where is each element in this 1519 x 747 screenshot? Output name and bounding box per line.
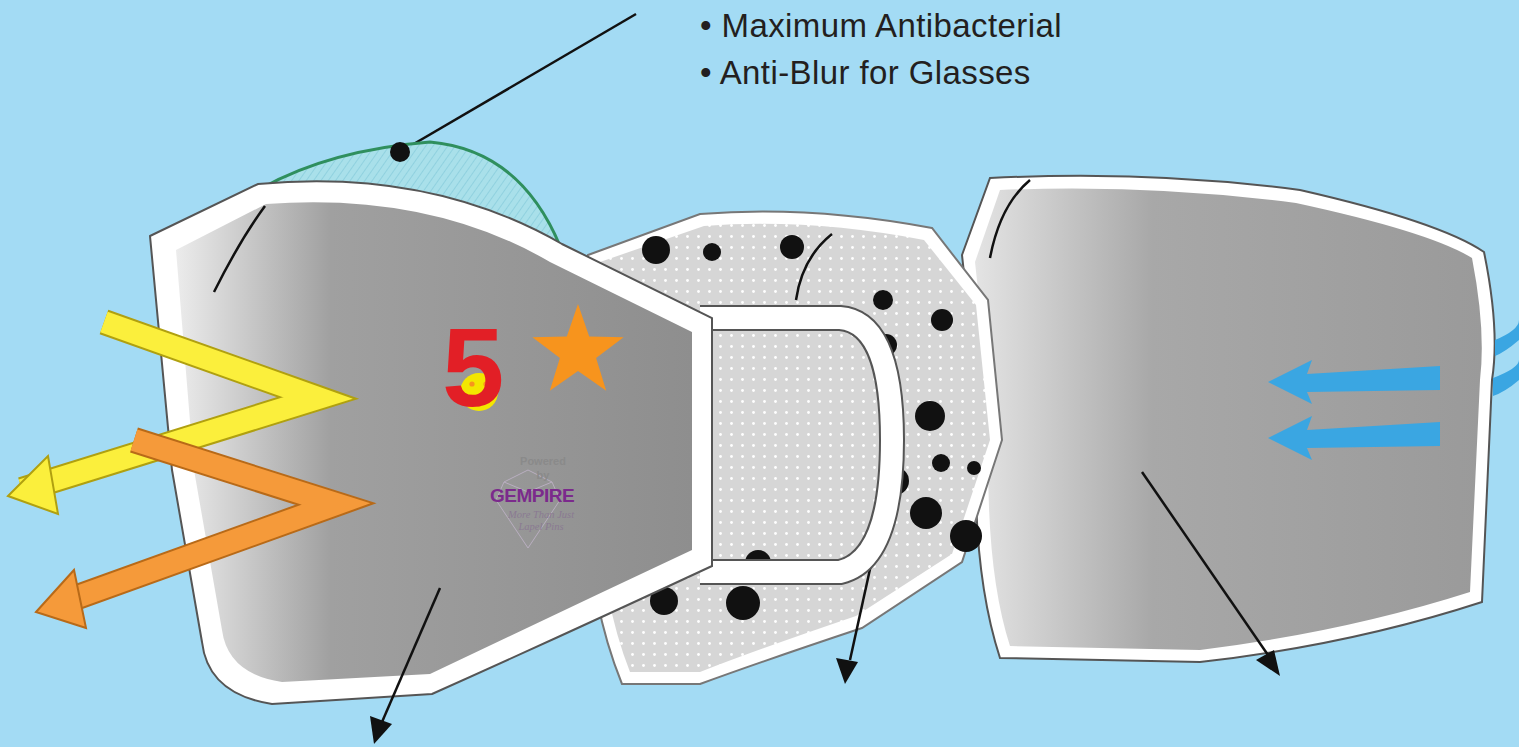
inner-layer <box>962 176 1495 676</box>
feature-text: • Maximum Antibacterial <box>700 6 1062 46</box>
logo-text: More Than Just Lapel Pins <box>505 509 577 533</box>
feature-text: • Anti-Blur for Glasses <box>700 53 1031 93</box>
outer-mask-layer: 5Powered by GEMPIREMore Than Just Lapel P… <box>140 130 720 730</box>
brand-name: GEMPIRE <box>490 486 570 507</box>
outer-layer-shape <box>140 130 720 730</box>
logo-number: 5 <box>442 312 522 424</box>
airflow-arrows <box>1268 320 1519 460</box>
logo-text: Powered by <box>520 454 566 483</box>
leader-line <box>400 14 636 152</box>
